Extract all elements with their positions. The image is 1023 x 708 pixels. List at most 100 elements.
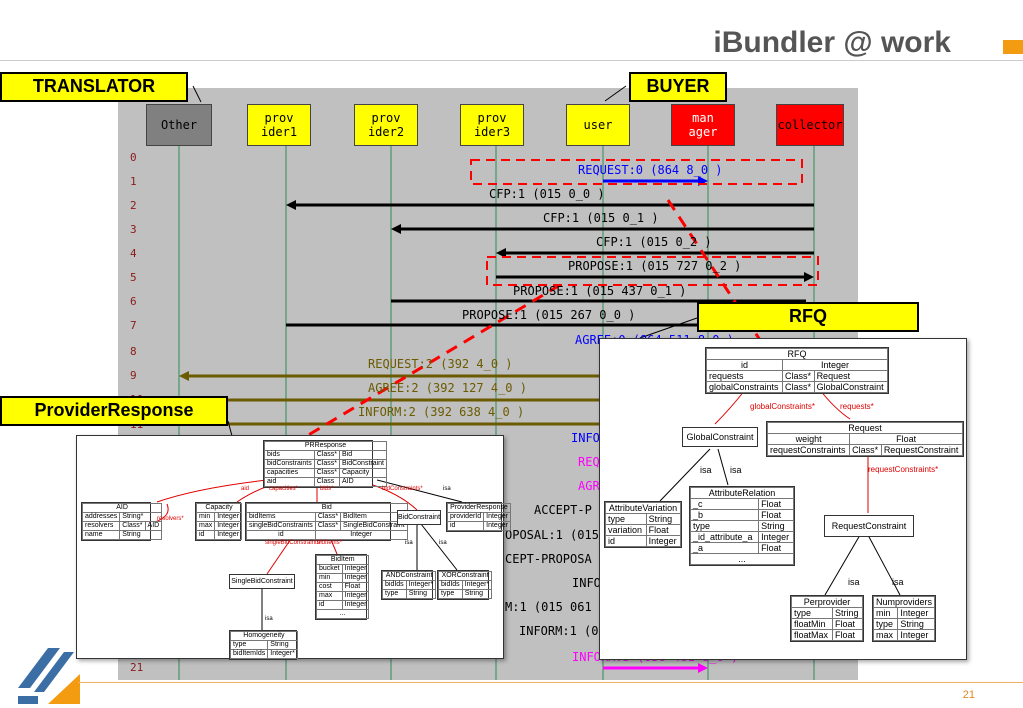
attr-name: providerId <box>446 512 485 522</box>
message-label[interactable]: PROPOSE:1 (015 267 0_0 ) <box>462 308 636 322</box>
class-name: BidItem <box>315 555 370 565</box>
attr-type: Integer <box>341 600 370 610</box>
attr-name: id <box>195 530 216 540</box>
attr-name: min <box>195 512 216 522</box>
row-number: 5 <box>130 271 137 284</box>
attr-name: max <box>872 629 899 641</box>
class-name: RFQ <box>706 348 888 360</box>
message-label[interactable]: PROPOSE:1 (015 437 0_1 ) <box>513 284 687 298</box>
attr-type: String <box>461 589 493 599</box>
attr-name: cost <box>316 582 343 592</box>
attr-name: max <box>316 591 343 601</box>
attr-name: min <box>316 573 343 583</box>
attr-name: floatMax <box>790 629 834 641</box>
attr-name: min <box>872 607 899 619</box>
message-label[interactable]: PROPOSE:1 (015 727 0_2 ) <box>568 259 742 273</box>
agent-user[interactable]: user <box>566 104 630 146</box>
attr-name: id <box>446 521 485 531</box>
page-number: 21 <box>962 689 975 701</box>
row-number: 7 <box>130 319 137 332</box>
message-label[interactable]: INFORM:1 (0 <box>519 624 599 638</box>
attr-name: id <box>706 359 783 371</box>
message-label[interactable]: OPOSAL:1 (015 <box>505 528 599 542</box>
message-label[interactable]: M:1 (015 061 <box>505 600 592 614</box>
class-single-bid-constraint[interactable]: SingleBidConstraint <box>229 574 295 589</box>
agent-label: ager <box>688 125 718 139</box>
agent-other[interactable]: Other <box>146 104 212 146</box>
message-label[interactable]: AGR <box>578 479 600 493</box>
attr-name: addresses <box>81 512 121 522</box>
agent-label: collector <box>777 118 843 132</box>
message-label[interactable]: ACCEPT-P <box>534 503 592 517</box>
class-name: PRResponse <box>263 441 388 451</box>
class-name: Homogeneity <box>230 631 298 641</box>
message-label[interactable]: INFORM:2 (392 638 4_0 ) <box>358 405 525 419</box>
highlight-propose <box>486 256 819 286</box>
callout-provider-response: ProviderResponse <box>0 396 228 426</box>
attr-class: BidConstraint <box>338 459 388 469</box>
attr-name: id <box>246 530 316 540</box>
edge-label: resolvers* <box>157 516 184 522</box>
attr-type: Float <box>849 433 963 445</box>
agent-collector[interactable]: collector <box>776 104 844 146</box>
agent-label: ider1 <box>260 125 298 139</box>
attr-name: resolvers <box>81 521 121 531</box>
attr-type: String <box>897 618 936 630</box>
attr-type: Integer <box>314 530 408 540</box>
class-name: Numproviders <box>872 596 936 608</box>
message-label[interactable]: AGREE:2 (392 127 4_0 ) <box>368 381 527 395</box>
attr-name: id <box>605 535 647 547</box>
attr-name: type <box>689 520 760 532</box>
attr-name: capacities <box>264 468 315 478</box>
message-arrows <box>179 176 814 673</box>
class-global-constraint[interactable]: GlobalConstraint <box>682 427 758 447</box>
class-bid-constraint[interactable]: BidConstraint <box>397 510 441 525</box>
message-label[interactable]: INFO <box>572 576 601 590</box>
message-label[interactable]: CEPT-PROPOSA <box>505 552 592 566</box>
message-label[interactable]: CFP:1 (015 0_2 ) <box>596 235 712 249</box>
attr-class: Bid <box>338 450 388 460</box>
message-label[interactable]: REQUEST:2 (392 4_0 ) <box>368 357 513 371</box>
agent-label: prov <box>371 111 401 125</box>
class-request-constraint[interactable]: RequestConstraint <box>824 515 914 537</box>
attr-name: type <box>790 607 834 619</box>
attr-type: Float <box>758 498 794 510</box>
attr-type: Float <box>645 524 682 536</box>
edge-label: bidConstraints* <box>382 486 423 492</box>
agent-label: prov <box>264 111 294 125</box>
message-label[interactable]: CFP:1 (015 0_0 ) <box>489 187 605 201</box>
attr-type: Class* <box>314 521 342 531</box>
agent-label: ider2 <box>367 125 405 139</box>
attr-name: bidConstraints <box>264 459 315 469</box>
edge-label: capacities* <box>269 486 299 492</box>
attr-type: Integer <box>341 591 370 601</box>
message-label[interactable]: CFP:1 (015 0_1 ) <box>543 211 659 225</box>
message-label[interactable]: REQUEST:0 (864 8_0 ) <box>578 163 723 177</box>
class-name: AttributeRelation <box>690 487 794 499</box>
attr-class: RequestConstraint <box>880 444 964 456</box>
message-label[interactable]: REQ <box>578 455 600 469</box>
attr-type: String <box>645 513 682 525</box>
attr-type: Class* <box>849 444 882 456</box>
isa-label: isa <box>848 577 860 587</box>
attr-type: Float <box>832 618 863 630</box>
